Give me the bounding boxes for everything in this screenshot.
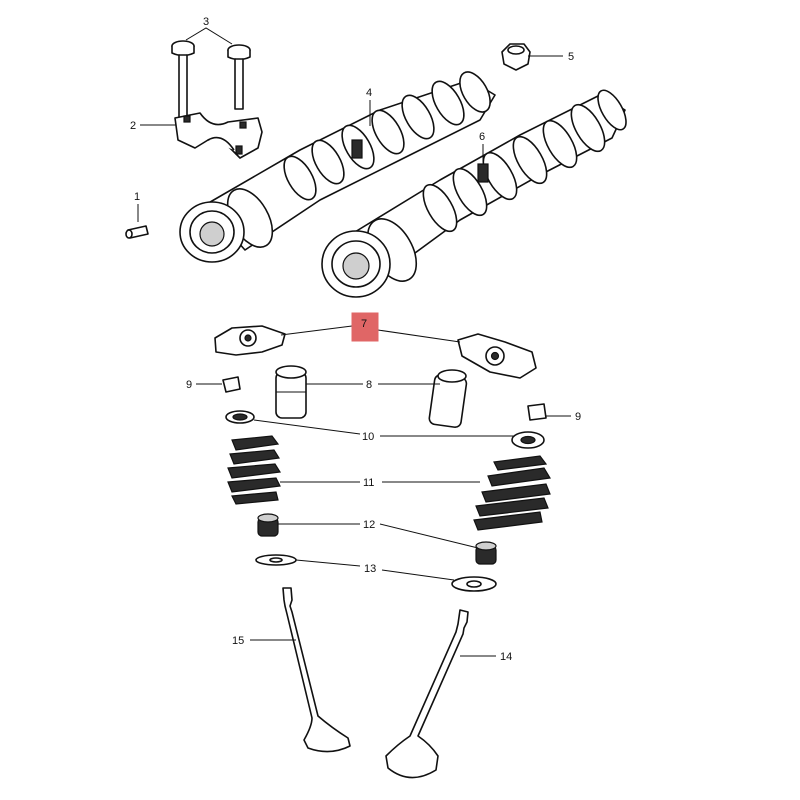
valve-intake xyxy=(282,587,351,753)
camshaft-plug xyxy=(501,43,531,71)
cap-bolts xyxy=(171,40,251,126)
spring-seat-left xyxy=(255,554,297,566)
bolt-right xyxy=(227,44,251,110)
callouts: 1 2 3 4 5 6 7 8 9 9 10 xyxy=(130,16,581,663)
camshaft-exhaust xyxy=(321,89,627,298)
rocker-arm-left xyxy=(214,325,286,356)
valve-spring-right xyxy=(473,455,551,531)
callout-7: 7 xyxy=(361,318,367,330)
rocker-arm-right xyxy=(457,333,537,379)
callout-8: 8 xyxy=(366,379,372,391)
callout-2: 2 xyxy=(130,120,136,132)
callout-13: 13 xyxy=(364,563,376,575)
lash-adjuster-left xyxy=(275,365,307,419)
callout-1: 1 xyxy=(134,191,140,203)
valve-keeper-left xyxy=(222,376,241,393)
callout-9-right: 9 xyxy=(575,411,581,423)
callout-6: 6 xyxy=(479,131,485,143)
spring-retainer-left xyxy=(225,410,255,424)
callout-11: 11 xyxy=(363,477,374,489)
dowel-pin xyxy=(125,225,149,239)
valve-seal-left xyxy=(257,513,279,537)
callout-9-left: 9 xyxy=(186,379,192,391)
callout-10: 10 xyxy=(362,431,374,443)
callout-15: 15 xyxy=(232,635,244,647)
callout-12: 12 xyxy=(363,519,375,531)
callout-14: 14 xyxy=(500,651,512,663)
callout-4: 4 xyxy=(366,87,372,99)
callout-7-highlight xyxy=(351,312,379,342)
camshaft-bearing-cap xyxy=(174,112,263,159)
valve-keeper-right xyxy=(527,403,547,421)
valve-seal-right xyxy=(475,541,497,565)
callout-3: 3 xyxy=(203,16,209,28)
camshaft-intake xyxy=(179,71,496,263)
callout-5: 5 xyxy=(568,51,574,63)
valve-exhaust xyxy=(385,609,469,779)
lash-adjuster-right xyxy=(428,369,468,428)
spring-retainer-right xyxy=(511,431,545,449)
valve-spring-left xyxy=(227,435,282,505)
spring-seat-right xyxy=(451,576,497,592)
bolt-left xyxy=(171,40,195,126)
